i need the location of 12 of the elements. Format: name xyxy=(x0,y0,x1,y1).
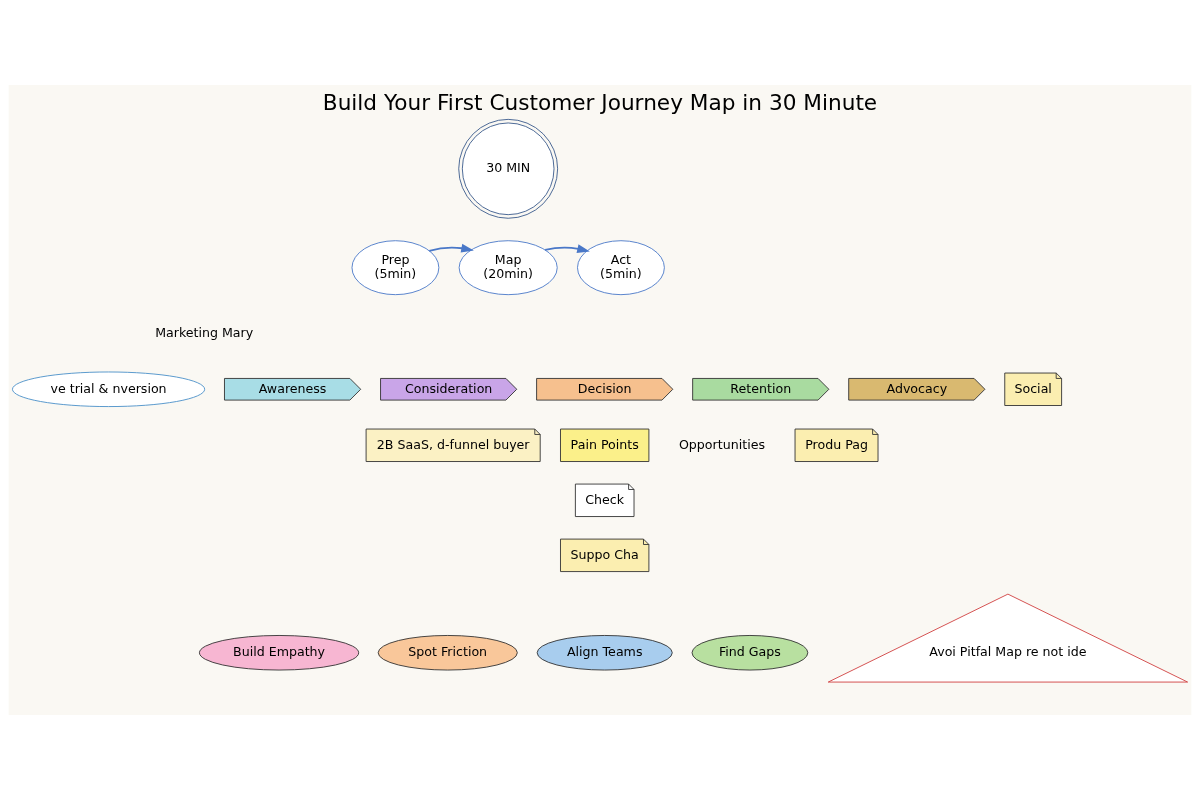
node-ellipse: ve trial & nversion xyxy=(12,371,206,408)
node-ellipse: Spot Friction xyxy=(377,635,518,671)
node-ellipse: Prep (5min) xyxy=(351,240,440,296)
label: Opportunities xyxy=(678,436,765,452)
diagram-title: Build Your First Customer Journey Map in 30 Minute xyxy=(322,89,878,115)
node-ellipse: Find Gaps xyxy=(691,635,809,671)
node-ellipse: Align Teams xyxy=(536,635,673,671)
node-box: Pain Points xyxy=(560,428,650,462)
arrow xyxy=(544,244,590,253)
arrow xyxy=(428,243,474,253)
label: Marketing Mary xyxy=(155,324,254,340)
node-ellipse: Build Empathy xyxy=(198,635,360,671)
